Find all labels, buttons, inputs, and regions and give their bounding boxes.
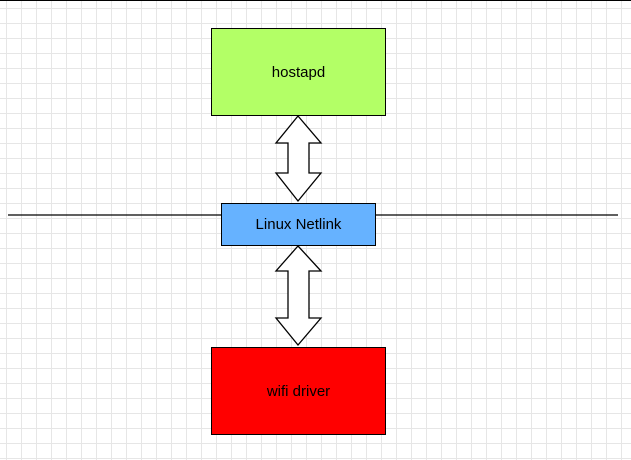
wifi-driver-node[interactable]: wifi driver: [211, 347, 386, 435]
double-arrow-netlink-driver[interactable]: [274, 245, 323, 347]
double-arrow-hostapd-netlink[interactable]: [274, 114, 323, 203]
wifi-driver-label: wifi driver: [266, 382, 331, 400]
hostapd-label: hostapd: [271, 63, 326, 81]
linux-netlink-label: Linux Netlink: [255, 216, 342, 233]
linux-netlink-node[interactable]: Linux Netlink: [221, 203, 376, 246]
hostapd-node[interactable]: hostapd: [211, 28, 386, 116]
